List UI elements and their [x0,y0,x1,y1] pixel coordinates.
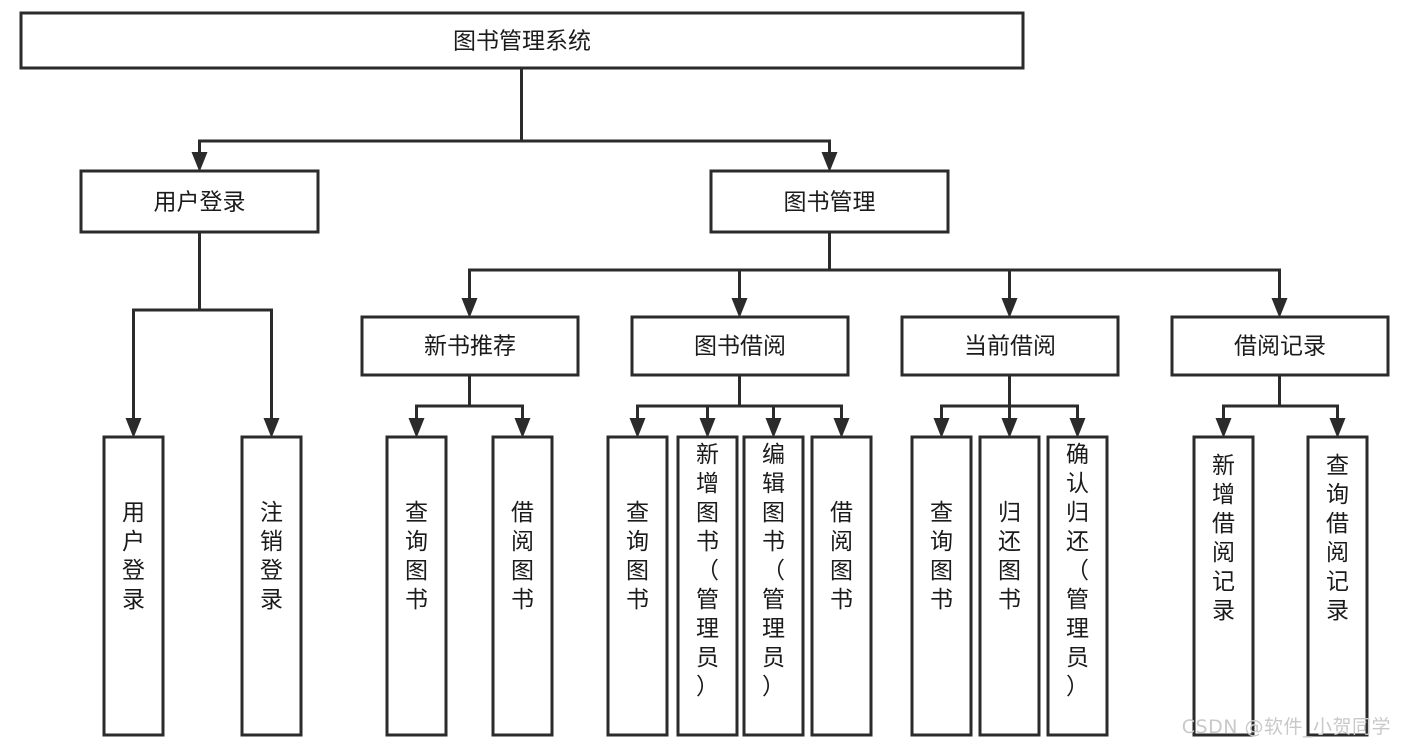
node-leaf-query-book-2-box[interactable] [606,435,669,737]
connector-layer [125,66,1346,438]
node-book-borrow[interactable]: 图书借阅 [630,315,850,377]
arrow-current-borrow [1001,298,1018,318]
arrow-leaf-borrow-book-2 [833,418,850,438]
node-leaf-user-login-label: 用户登录 [122,500,145,613]
node-leaf-add-record-box[interactable] [1192,435,1255,737]
node-leaf-confirm-return[interactable]: 确认归还（管理员） [1046,435,1109,737]
arrow-leaf-user-login [125,418,142,438]
node-leaf-query-book-3-label: 查询图书 [930,500,953,613]
node-leaf-return-book-box[interactable] [978,435,1041,737]
node-leaf-borrow-book-1-label: 借阅图书 [511,500,534,613]
node-leaf-logout-login-box[interactable] [240,435,303,737]
node-leaf-borrow-book-2[interactable]: 借阅图书 [810,435,873,737]
node-leaf-borrow-book-1[interactable]: 借阅图书 [491,435,554,737]
node-leaf-confirm-return-box[interactable] [1046,435,1109,737]
node-leaf-query-book-1-box[interactable] [385,435,448,737]
node-leaf-query-record-box[interactable] [1306,435,1369,737]
node-book-borrow-box[interactable] [630,315,850,377]
node-new-book-recommend-label: 新书推荐 [424,334,516,360]
node-current-borrow[interactable]: 当前借阅 [900,315,1120,377]
node-leaf-query-book-1-label: 查询图书 [405,500,428,613]
node-leaf-edit-book[interactable]: 编辑图书（管理员） [742,435,805,737]
node-borrow-record-label: 借阅记录 [1234,334,1326,360]
arrow-leaf-add-book [699,418,716,438]
node-leaf-query-book-2[interactable]: 查询图书 [606,435,669,737]
arrow-leaf-edit-book [765,418,782,438]
node-leaf-return-book-label: 归还图书 [998,500,1021,613]
arrow-leaf-query-record [1329,418,1346,438]
arrow-leaf-return-book [1001,418,1018,438]
arrow-borrow-record [1271,298,1288,318]
arrow-leaf-logout-login [263,418,280,438]
node-leaf-borrow-book-2-box[interactable] [810,435,873,737]
arrow-new-book-recommend [461,298,478,318]
arrow-leaf-query-book-1 [408,418,425,438]
arrow-book-manage [821,152,838,172]
node-root-label: 图书管理系统 [453,29,591,55]
node-current-borrow-box[interactable] [900,315,1120,377]
node-leaf-return-book[interactable]: 归还图书 [978,435,1041,737]
node-new-book-recommend-box[interactable] [360,315,580,377]
node-leaf-query-book-3[interactable]: 查询图书 [910,435,973,737]
node-user-login-box[interactable] [79,169,320,234]
arrow-leaf-add-record [1215,418,1232,438]
node-book-manage-box[interactable] [709,169,950,234]
node-borrow-record-box[interactable] [1170,315,1390,377]
node-leaf-add-book-label: 新增图书（管理员） [696,442,719,700]
node-leaf-query-book-1[interactable]: 查询图书 [385,435,448,737]
node-leaf-borrow-book-1-box[interactable] [491,435,554,737]
arrow-book-borrow [731,298,748,318]
node-leaf-confirm-return-label: 确认归还（管理员） [1066,442,1089,700]
node-leaf-add-book-box[interactable] [676,435,739,737]
node-leaf-edit-book-box[interactable] [742,435,805,737]
node-leaf-query-book-3-box[interactable] [910,435,973,737]
node-leaf-add-record-label: 新增借阅记录 [1212,453,1235,624]
node-book-manage-label: 图书管理 [784,190,876,216]
node-leaf-user-login-box[interactable] [102,435,165,737]
node-leaf-edit-book-label: 编辑图书（管理员） [762,442,785,700]
node-user-login[interactable]: 用户登录 [79,169,320,234]
node-new-book-recommend[interactable]: 新书推荐 [360,315,580,377]
node-root-box[interactable] [19,11,1025,70]
node-leaf-logout-login-label: 注销登录 [260,500,283,613]
node-leaf-add-book[interactable]: 新增图书（管理员） [676,435,739,737]
node-current-borrow-label: 当前借阅 [964,334,1056,360]
node-root[interactable]: 图书管理系统 [19,11,1025,70]
node-leaf-query-book-2-label: 查询图书 [626,500,649,613]
node-leaf-query-record-label: 查询借阅记录 [1326,453,1349,624]
node-leaf-logout-login[interactable]: 注销登录 [240,435,303,737]
arrow-leaf-borrow-book-1 [514,418,531,438]
node-leaf-borrow-book-2-label: 借阅图书 [830,500,853,613]
node-borrow-record[interactable]: 借阅记录 [1170,315,1390,377]
node-book-manage[interactable]: 图书管理 [709,169,950,234]
arrow-leaf-query-book-2 [629,418,646,438]
node-user-login-label: 用户登录 [154,190,246,216]
arrow-leaf-query-book-3 [933,418,950,438]
arrow-user-login [191,152,208,172]
node-leaf-query-record[interactable]: 查询借阅记录 [1306,435,1369,737]
arrow-leaf-confirm-return [1069,418,1086,438]
node-leaf-add-record[interactable]: 新增借阅记录 [1192,435,1255,737]
node-leaf-user-login[interactable]: 用户登录 [102,435,165,737]
node-book-borrow-label: 图书借阅 [694,334,786,360]
